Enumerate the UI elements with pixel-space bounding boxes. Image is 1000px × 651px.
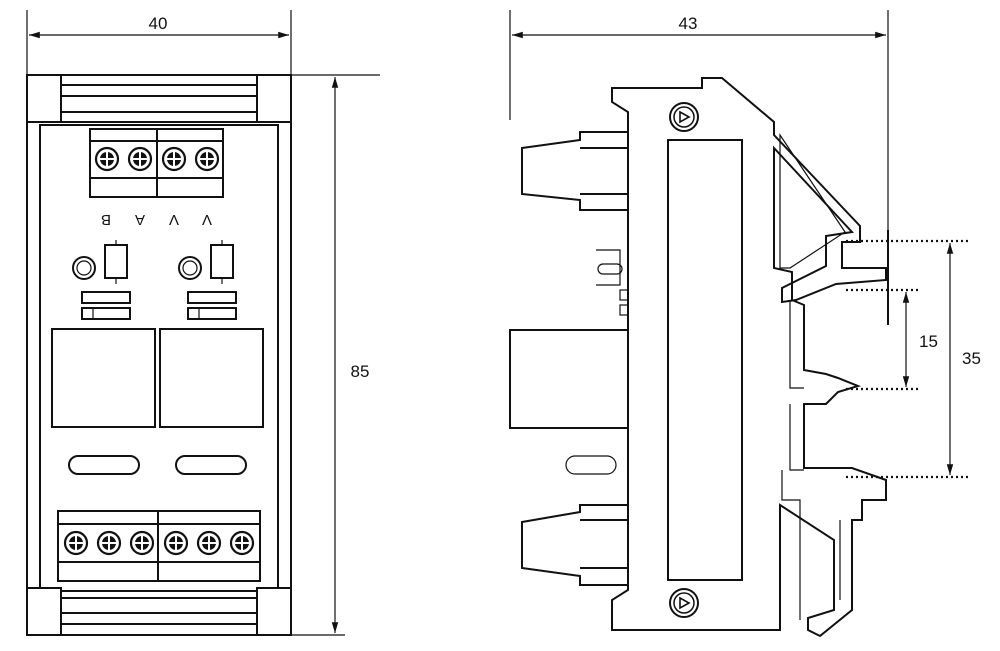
terminal-label-v2: V	[202, 211, 212, 228]
upper-plug	[521, 131, 631, 316]
terminal-screw-icon	[127, 146, 153, 172]
terminal-screw-icon	[129, 530, 155, 556]
lower-plug	[521, 455, 629, 586]
top-terminal-block	[89, 128, 224, 198]
top-left-latch	[26, 74, 62, 123]
side-label-window	[667, 139, 743, 581]
side-view: 43	[509, 10, 981, 638]
side-top-screw-icon	[669, 102, 699, 132]
terminal-screw-icon	[163, 530, 189, 556]
rail-dim-35-label: 35	[962, 349, 981, 368]
rail-dimension-15: 15	[902, 292, 938, 387]
led-icon	[72, 256, 96, 280]
front-housing	[26, 74, 292, 636]
bottom-right-latch	[256, 587, 292, 636]
side-bottom-screw-icon	[669, 588, 699, 618]
height-label: 85	[351, 362, 370, 381]
side-relay-body	[509, 329, 631, 429]
bottom-terminal-block	[57, 510, 261, 582]
relay-window-right	[159, 328, 264, 428]
side-housing	[611, 77, 887, 638]
terminal-screw-icon	[96, 530, 122, 556]
width-dimension-40: 40	[26, 10, 292, 75]
indicator-group-right	[178, 240, 237, 320]
front-view: 40 85	[26, 10, 380, 636]
terminal-screw-icon	[194, 146, 220, 172]
slot-right	[175, 455, 247, 475]
terminal-label-v1: V	[169, 211, 179, 228]
rail-dim-15-label: 15	[919, 332, 938, 351]
led-icon	[178, 256, 202, 280]
slot-left	[68, 455, 140, 475]
terminal-screw-icon	[196, 530, 222, 556]
terminal-screw-icon	[161, 146, 187, 172]
bottom-left-latch	[26, 587, 62, 636]
front-face-panel	[39, 124, 279, 592]
width-label: 40	[149, 14, 168, 33]
rail-dimension-35: 35	[946, 243, 981, 475]
top-right-latch	[256, 74, 292, 123]
terminal-screw-icon	[63, 530, 89, 556]
terminal-label-a: A	[135, 211, 145, 228]
relay-window-left	[51, 328, 156, 428]
terminal-screw-icon	[94, 146, 120, 172]
terminal-label-b: B	[101, 211, 111, 228]
terminal-screw-icon	[229, 530, 255, 556]
height-dimension-85: 85	[291, 74, 380, 636]
indicator-group-left	[72, 240, 131, 320]
side-width-label: 43	[679, 14, 698, 33]
terminal-labels: B A V V	[101, 211, 212, 228]
